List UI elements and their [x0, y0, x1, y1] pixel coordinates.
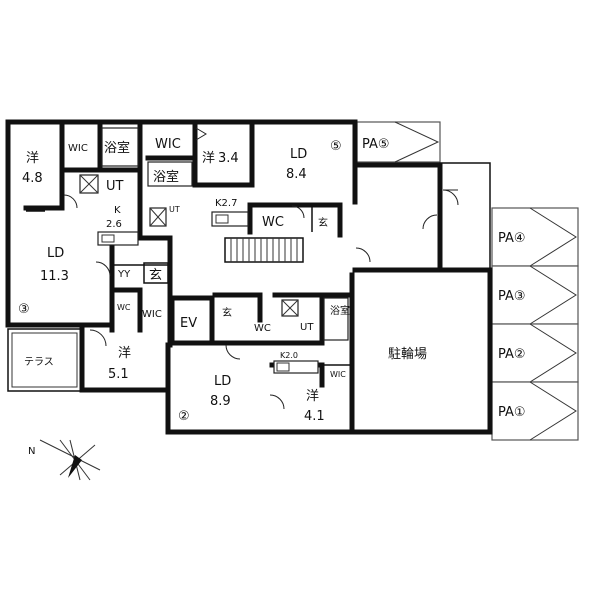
unit-2: 玄 WC UT 浴室 K2.0 WIC LD 8.9 ② 洋 4.1	[178, 292, 353, 424]
unit2-ut-label: UT	[300, 322, 314, 333]
unit3-genkan-label: 玄	[149, 268, 162, 283]
unit2-yo-label: 洋	[306, 389, 319, 404]
unit2-door-yo	[269, 394, 285, 410]
unit3-yo2-label: 洋	[118, 346, 131, 361]
unit2-ld-label: LD	[214, 374, 231, 389]
parking-arrow-5	[394, 121, 440, 163]
unit2-number: ②	[178, 409, 190, 424]
unit3-yo2-size: 5.1	[108, 367, 129, 382]
parking-space-5	[356, 121, 441, 163]
staircase	[224, 237, 304, 263]
unit3-bathtub	[101, 127, 139, 167]
storage-door	[442, 189, 459, 206]
unit3-door-yo	[63, 194, 78, 209]
parking-label-1: PA①	[498, 405, 526, 420]
unit5-door-wc	[291, 205, 305, 219]
terrace-label: テラス	[24, 356, 54, 368]
unit2-bathtub	[323, 297, 349, 341]
unit3-wic-label: WIC	[68, 143, 88, 154]
terrace-inner	[11, 332, 78, 388]
unit2-genkan-label: 玄	[222, 306, 232, 319]
unit3-yy-label: YY	[117, 269, 131, 280]
unit5-k-label: K2.7	[215, 198, 237, 209]
unit5-ld-size: 8.4	[286, 167, 307, 182]
unit5-number: ⑤	[330, 139, 342, 154]
parking-arrow-3	[529, 265, 577, 325]
unit2-wic-label: WIC	[330, 370, 346, 379]
exterior-walls	[5, 119, 493, 435]
unit2-wc-label: WC	[254, 323, 271, 334]
parking-label-5: PA⑤	[362, 137, 390, 152]
storage-inner-door	[422, 214, 438, 230]
unit3-bath-label: 浴室	[104, 140, 130, 156]
unit3-wc-label: WC	[117, 303, 131, 312]
unit3-wic2-label: WIC	[142, 309, 162, 320]
unit3-genkan-box	[143, 262, 169, 284]
unit-3: 洋 4.8 WIC 浴室 UT K 2.6 LD 11.3 ③ YY 玄 WC …	[18, 119, 170, 382]
unit2-bath-label-1: 浴室	[330, 304, 350, 317]
compass-icon: N	[28, 439, 101, 481]
storage-outline	[439, 162, 491, 271]
parking-label-4: PA④	[498, 231, 526, 246]
unit3-ld-size: 11.3	[40, 269, 69, 284]
unit3-number: ③	[18, 302, 30, 317]
compass-north-label: N	[28, 446, 35, 457]
bicycle-parking-label: 駐輪場	[388, 346, 427, 362]
unit5-wc-label: WC	[262, 215, 284, 230]
unit3-yo-size: 4.8	[22, 171, 43, 186]
unit2-ld-size: 8.9	[210, 394, 231, 409]
unit3-door-yo2	[89, 329, 107, 347]
unit5-door-wic	[195, 127, 207, 141]
parking-label-3: PA③	[498, 289, 526, 304]
unit3-k-label: K	[114, 205, 121, 216]
unit5-ut-label: UT	[169, 205, 180, 214]
terrace-outline	[7, 328, 82, 392]
unit3-kitchen-counter	[97, 231, 139, 246]
unit5-bath-label: 浴室	[153, 169, 179, 185]
unit3-ld-label: LD	[47, 246, 64, 261]
unit5-kitchen-counter	[211, 211, 249, 227]
parking-area: PA⑤ PA④ PA③ PA② PA①	[356, 121, 579, 441]
unit3-yo-label: 洋	[26, 151, 39, 166]
unit5-genkan-label: 玄	[318, 216, 328, 229]
parking-arrow-4	[529, 207, 577, 267]
parking-arrow-1	[529, 381, 577, 441]
unit5-yo-label: 洋	[202, 151, 215, 166]
unit5-door-entry	[355, 247, 371, 263]
unit2-k-label: K2.0	[280, 351, 298, 360]
unit3-k-size: 2.6	[106, 219, 122, 230]
unit2-door-ld	[225, 344, 241, 360]
parking-label-2: PA②	[498, 347, 526, 362]
unit5-yo-size: 3.4	[218, 151, 239, 166]
ev-label: EV	[180, 316, 197, 331]
unit5-bathtub	[147, 161, 193, 187]
elevator: EV	[169, 295, 215, 346]
unit5-wic-label: WIC	[155, 137, 181, 152]
unit2-yo-size: 4.1	[304, 409, 325, 424]
unit5-ld-label: LD	[290, 147, 307, 162]
unit3-door-ld	[95, 261, 111, 277]
unit2-kitchen-counter	[273, 360, 319, 374]
parking-arrow-2	[529, 323, 577, 383]
parking-space-4	[491, 207, 579, 267]
unit3-ut-label: UT	[106, 179, 124, 194]
unit-5: WIC 洋 3.4 浴室 UT K2.7 WC 玄 LD 8.4 ⑤	[145, 119, 371, 263]
